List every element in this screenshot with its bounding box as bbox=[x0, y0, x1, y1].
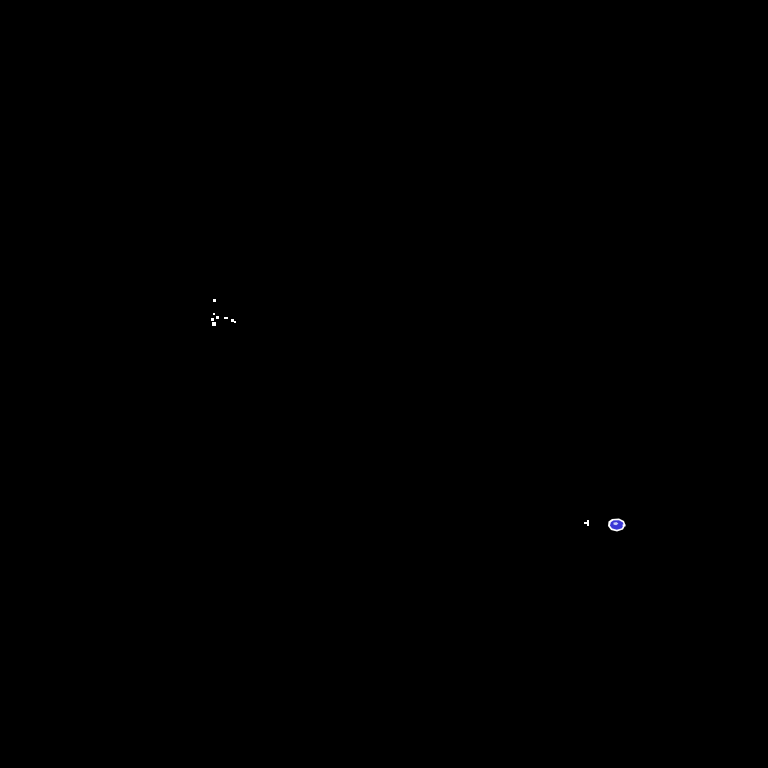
screen-description: Black screen with no visible interface e… bbox=[0, 0, 1, 1]
pixel-speck bbox=[231, 319, 234, 322]
visible-content-label: none bbox=[0, 0, 1, 1]
pixel-speck bbox=[213, 313, 215, 315]
pixel-speck bbox=[216, 316, 219, 319]
screen-state-label: blank-black-screen bbox=[0, 0, 1, 1]
mouse-cursor-icon[interactable] bbox=[607, 517, 627, 534]
pixel-speck bbox=[584, 522, 588, 524]
faint-pixel-cluster bbox=[206, 294, 238, 328]
pixel-speck bbox=[224, 317, 228, 319]
pixel-speck bbox=[234, 321, 236, 323]
pixel-speck bbox=[213, 299, 216, 302]
small-white-mark bbox=[584, 520, 590, 527]
pixel-speck bbox=[587, 520, 589, 526]
pixel-speck bbox=[212, 322, 216, 326]
cursor-label: pointer cursor bbox=[0, 0, 1, 1]
pixel-speck bbox=[211, 318, 214, 321]
